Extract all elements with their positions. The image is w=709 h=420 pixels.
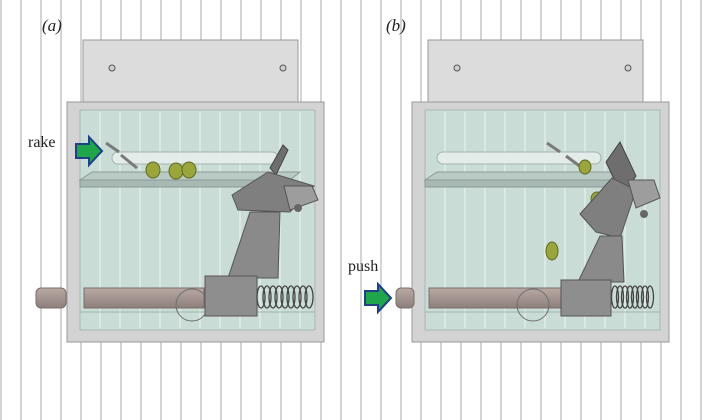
hinge-pin [294, 204, 302, 212]
hinge-bracket [283, 185, 319, 211]
rod-stub [395, 287, 415, 309]
panel-a-label: (a) [42, 16, 62, 35]
rod-stub [35, 287, 67, 309]
rake-label: rake [28, 134, 56, 151]
top-housing [427, 39, 644, 105]
arrow-right-icon [75, 134, 104, 168]
clear-tube [436, 151, 602, 165]
screw-icon [624, 64, 632, 72]
panel-b-label: (b) [386, 16, 406, 35]
grape-icon [578, 159, 592, 175]
push-label: push [348, 258, 379, 275]
push-rod [83, 287, 205, 309]
tray [579, 177, 637, 239]
paddle [269, 144, 289, 176]
slider-block [560, 279, 612, 317]
upper-shelf [423, 171, 624, 181]
lever-arm [577, 235, 625, 283]
upper-shelf-edge [424, 179, 613, 188]
rake-handle [105, 141, 120, 154]
spring-icon [256, 285, 314, 309]
grape-icon [545, 241, 559, 261]
hinge-pin [640, 210, 648, 218]
panel-b [364, 39, 670, 343]
spring-icon [610, 285, 655, 309]
screw-icon [108, 64, 116, 72]
lever-arm [227, 211, 281, 279]
grape-icon [168, 162, 184, 180]
grape-icon [181, 161, 197, 179]
grape-icon [145, 161, 161, 179]
top-housing [82, 39, 299, 105]
clear-tube [111, 151, 279, 165]
rod-ring [516, 288, 550, 322]
screw-icon [453, 64, 461, 72]
rake-head [120, 153, 138, 170]
screw-icon [279, 64, 287, 72]
rake-handle [546, 141, 561, 154]
slider-block [204, 275, 258, 317]
panel-a [35, 39, 325, 343]
arrow-right-icon [364, 281, 393, 315]
hinge-bracket [627, 179, 661, 209]
